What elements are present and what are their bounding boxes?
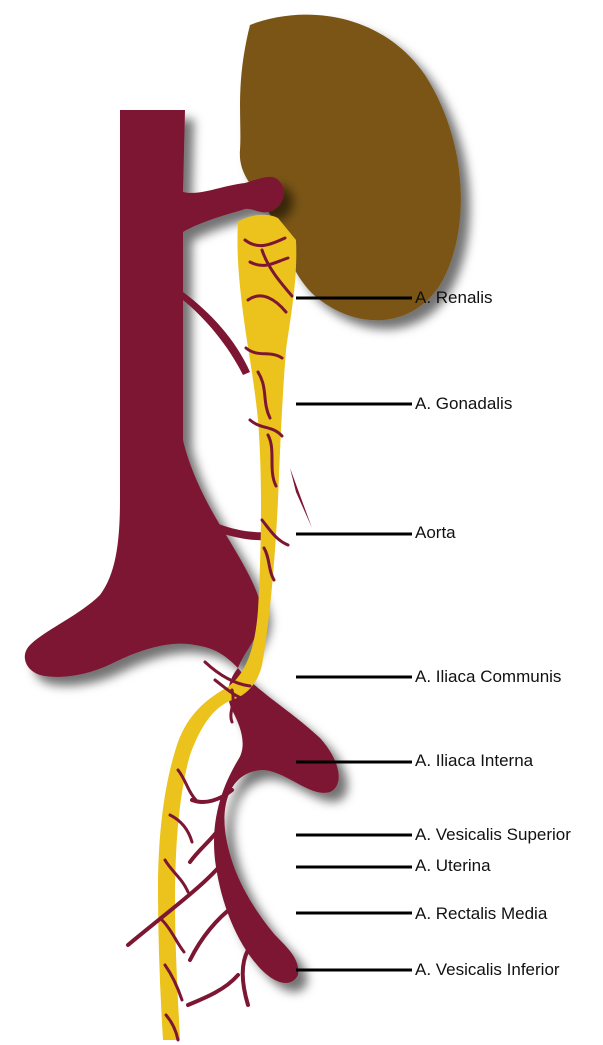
gonadal-branch	[183, 292, 250, 375]
label-uterina: A. Uterina	[415, 856, 491, 876]
internal-iliac	[214, 668, 339, 983]
label-iliaca-interna: A. Iliaca Interna	[415, 751, 533, 771]
label-vesicalis-superior: A. Vesicalis Superior	[415, 825, 571, 845]
label-rectalis-media: A. Rectalis Media	[415, 904, 547, 924]
label-renalis: A. Renalis	[415, 288, 492, 308]
label-vesicalis-inferior: A. Vesicalis Inferior	[415, 960, 560, 980]
label-iliaca-communis: A. Iliaca Communis	[415, 667, 561, 687]
leader-lines	[296, 298, 412, 970]
aorta	[25, 110, 284, 677]
label-gonadalis: A. Gonadalis	[415, 394, 512, 414]
gonadal-thorn	[290, 468, 312, 528]
label-aorta: Aorta	[415, 523, 456, 543]
